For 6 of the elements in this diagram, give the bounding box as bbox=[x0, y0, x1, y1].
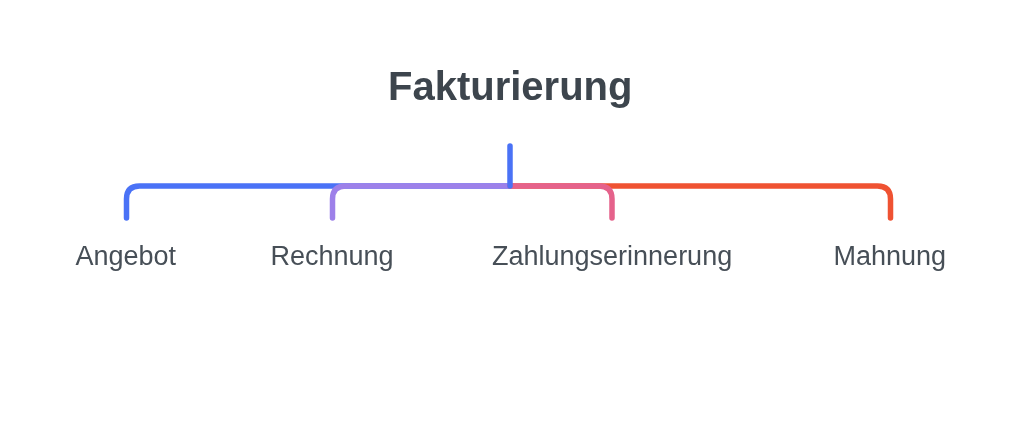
category-label: Zahlungserinnerung bbox=[492, 240, 733, 273]
category-label: Rechnung bbox=[270, 240, 394, 273]
connector-trunk bbox=[507, 143, 513, 189]
heading-text: Fakturierung bbox=[388, 62, 633, 110]
category-label: Angebot bbox=[75, 240, 177, 273]
category-label: Mahnung bbox=[833, 240, 947, 273]
